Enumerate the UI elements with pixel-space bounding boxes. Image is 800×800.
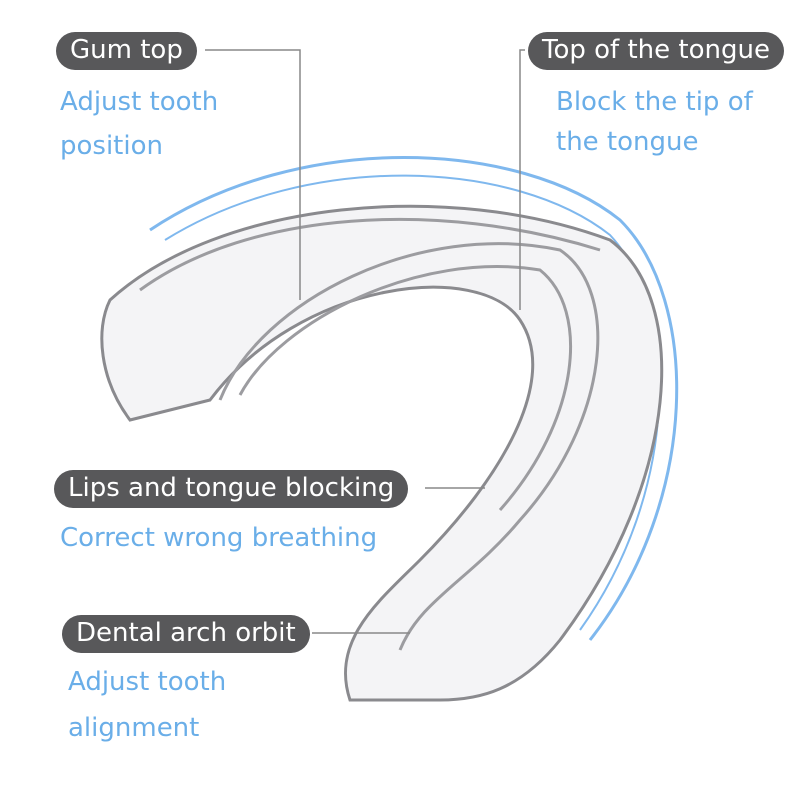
label-gum-top: Gum top <box>56 32 197 70</box>
blue-arc-lines <box>149 156 679 641</box>
desc-top-of-tongue-1: Block the tip of <box>556 87 753 117</box>
label-top-of-tongue: Top of the tongue <box>528 32 784 70</box>
desc-lips-tongue-blocking: Correct wrong breathing <box>60 523 378 553</box>
desc-gum-top-1: Adjust tooth <box>60 87 219 117</box>
appliance-inner <box>139 217 601 651</box>
label-lips-tongue-blocking: Lips and tongue blocking <box>54 470 409 508</box>
desc-top-of-tongue-2: the tongue <box>556 127 699 157</box>
leader-lines <box>205 49 525 634</box>
appliance-outer <box>100 204 664 702</box>
desc-gum-top-2: position <box>60 131 163 161</box>
desc-dental-arch-orbit-2: alignment <box>68 713 200 743</box>
desc-dental-arch-orbit-1: Adjust tooth <box>68 667 227 697</box>
label-dental-arch-orbit: Dental arch orbit <box>62 615 310 653</box>
